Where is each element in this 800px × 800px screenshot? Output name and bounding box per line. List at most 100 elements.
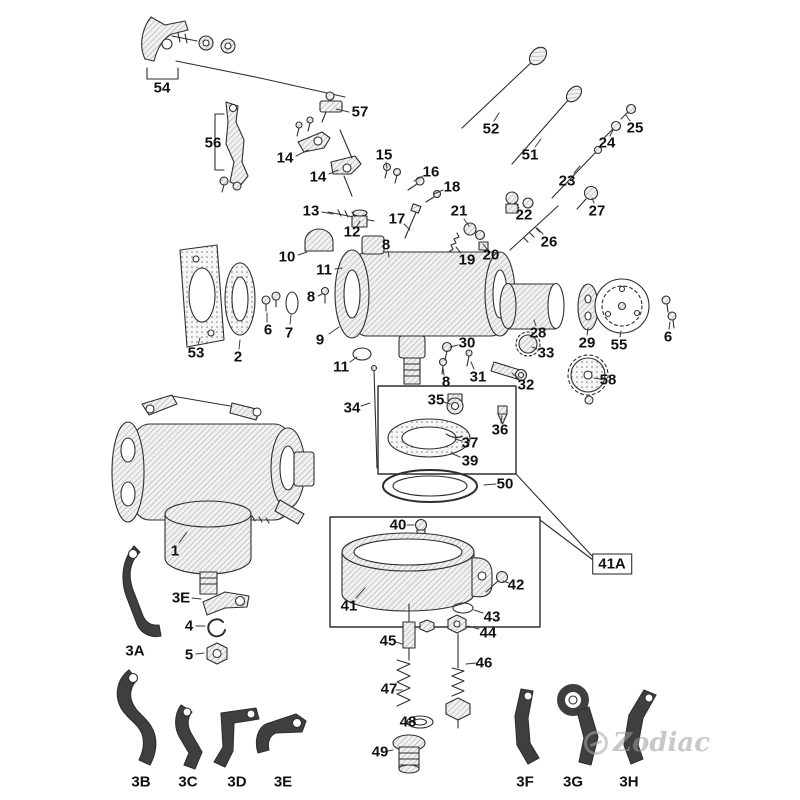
leader-line-18 <box>433 189 444 195</box>
part-plug-49 <box>392 734 426 774</box>
leader-line-34 <box>360 402 371 407</box>
leader-line-36 <box>500 415 503 424</box>
leader-line-49 <box>387 749 394 752</box>
part-cover-55 <box>594 278 650 334</box>
part-disc-29 <box>577 283 599 331</box>
leader-line-50 <box>483 483 497 486</box>
part-screw-42 <box>485 570 509 593</box>
part-needle-45 <box>402 603 435 661</box>
leader-line-52 <box>493 112 500 122</box>
part-screw-24 <box>603 120 622 139</box>
leader-line-28 <box>533 319 537 327</box>
part-bracket-3d <box>213 707 260 768</box>
leader-line-9 <box>328 326 340 335</box>
part-needle-17 <box>404 203 422 239</box>
part-cluster-19-20-21 <box>448 222 489 253</box>
leader-line-20 <box>482 243 488 250</box>
part-nut-5 <box>206 642 228 665</box>
leader-line-11 <box>334 267 343 270</box>
leader-line-22 <box>514 201 520 209</box>
part-bracket-3b <box>116 669 157 766</box>
leader-line-25 <box>625 114 631 122</box>
part-bracket-3f <box>514 688 540 765</box>
part-needle-51 <box>511 85 583 165</box>
part-retainer-4 <box>207 618 226 638</box>
leader-line-15 <box>385 161 388 169</box>
leader-line-37 <box>454 438 463 442</box>
leader-line-42 <box>502 580 510 584</box>
part-screw-27 <box>576 185 599 210</box>
leader-line-57 <box>335 108 350 113</box>
part-plug-36 <box>497 405 508 425</box>
part-screws-6-right <box>661 295 677 329</box>
leader-line-6 <box>668 321 671 330</box>
part-bracket-3a <box>122 545 162 638</box>
part-pin-31 <box>465 349 473 367</box>
leader-line-24 <box>609 129 614 137</box>
part-levers-14 <box>297 129 362 197</box>
part-nut-35 <box>446 393 464 415</box>
leader-lines <box>178 108 671 752</box>
leader-line-53 <box>197 337 201 346</box>
leader-line-7 <box>289 314 292 325</box>
leader-line-55 <box>619 330 622 338</box>
part-washer-43 <box>452 602 474 614</box>
part-needle-46 <box>445 633 471 729</box>
leader-line-14 <box>328 169 339 175</box>
leader-line-5 <box>195 652 205 655</box>
leader-line-27 <box>591 197 595 204</box>
leader-line-10 <box>297 251 308 256</box>
leader-line-30 <box>449 344 459 348</box>
part-pump-12 <box>351 209 368 228</box>
leader-line-58 <box>593 377 601 380</box>
leader-line-19 <box>455 246 462 254</box>
leader-line-8 <box>387 250 390 258</box>
leader-line-23 <box>573 165 581 174</box>
leader-line-51 <box>534 138 542 148</box>
part-needle-52 <box>461 46 548 129</box>
part-clip-37 <box>445 433 463 439</box>
leader-line-31 <box>470 361 475 370</box>
part-screw-30 <box>441 341 453 361</box>
part-bracket-3g <box>557 684 599 766</box>
part-carburetor-1 <box>111 394 315 595</box>
leader-line-43 <box>473 609 484 614</box>
leader-line-14 <box>295 149 309 157</box>
leader-line-17 <box>403 223 411 231</box>
leader-line-8 <box>442 367 445 376</box>
leader-line-41 <box>355 587 366 599</box>
leader-line-39 <box>450 452 461 458</box>
part-screw-25 <box>620 103 637 120</box>
leader-line-2 <box>238 339 241 350</box>
leader-line-45 <box>395 641 403 645</box>
part-ring-11-lower <box>352 347 372 361</box>
leader-line-1 <box>178 531 188 544</box>
part-bracket-3e-upper <box>202 591 250 616</box>
part-valve-22 <box>505 191 534 214</box>
leader-line-16 <box>413 175 424 182</box>
leader-line-11 <box>349 356 358 363</box>
part-throttle-lever-54 <box>141 16 346 98</box>
leader-line-21 <box>463 218 470 227</box>
leader-line-3E <box>191 597 202 600</box>
part-screw-8-left <box>320 286 330 304</box>
part-nut-44 <box>447 614 467 634</box>
part-gasket-53 <box>179 244 225 348</box>
leader-line-13 <box>321 211 334 215</box>
part-rod-34 <box>370 364 378 469</box>
part-bracket-3h <box>623 689 657 765</box>
part-needle-26 <box>509 205 559 251</box>
part-rod-23 <box>551 145 603 199</box>
float-assembly-box <box>377 385 517 475</box>
part-screws-6-7-left <box>261 291 299 315</box>
part-gasket-2 <box>224 262 256 336</box>
leader-line-33 <box>531 346 538 350</box>
part-bowl-41 <box>341 532 493 612</box>
zodiac-watermark: Zodiac <box>584 728 710 758</box>
zodiac-logo-icon <box>584 731 608 755</box>
leader-line-29 <box>586 327 589 336</box>
part-screws-15-16-18 <box>382 162 442 203</box>
part-gasket-50 <box>382 469 478 503</box>
